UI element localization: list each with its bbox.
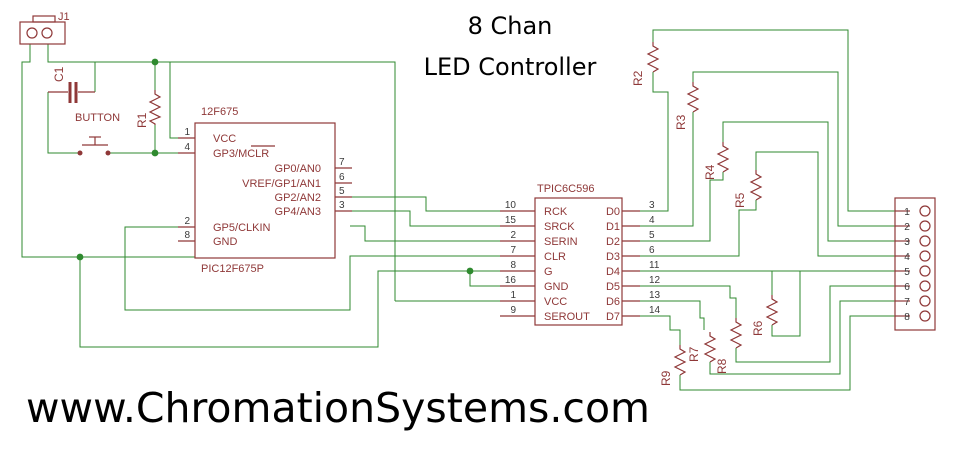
header-pin-num: 7: [904, 297, 910, 308]
pic-pin-num: 7: [339, 157, 345, 168]
tpic-pin-num: 12: [649, 275, 661, 286]
pic-pin-num: 3: [339, 200, 345, 211]
pic-part-label: 12F675: [201, 106, 238, 118]
title-line-1: 8 Chan: [467, 12, 553, 40]
tpic-pin-name: D1: [606, 221, 620, 233]
pic-chip: 12F675 PIC12F675P 1 VCC 4 GP3/MCLR 2 GP5…: [178, 106, 352, 275]
pic-pin-num: 4: [184, 142, 190, 153]
r5-label: R5: [733, 192, 747, 208]
resistor-r7: R7: [687, 318, 743, 362]
tpic-pin-num: 2: [510, 230, 516, 241]
tpic-pin-num: 5: [649, 230, 655, 241]
wires: [21, 29, 895, 391]
tpic-pin-num: 6: [649, 245, 655, 256]
header-pin-num: 8: [904, 312, 910, 323]
pic-pin-num: 8: [184, 230, 190, 241]
header-pin-num: 6: [904, 282, 910, 293]
r8-label: R8: [715, 358, 729, 374]
tpic-pin-name: D7: [606, 311, 620, 323]
pic-pin-name: VREF/GP1/AN1: [242, 178, 321, 190]
header-pin-num: 5: [904, 267, 910, 278]
r4-label: R4: [703, 164, 717, 180]
tpic-pin-num: 16: [505, 275, 517, 286]
pic-pin-name: GND: [213, 236, 238, 248]
c1-label: C1: [52, 66, 66, 82]
tpic-pin-name: GND: [544, 281, 569, 293]
resistor-r9: R9: [659, 345, 687, 386]
tpic-pin-name: D3: [606, 251, 620, 263]
tpic-pin-name: CLR: [544, 251, 566, 263]
tpic-pin-num: 7: [510, 245, 516, 256]
tpic-pin-name: D6: [606, 296, 620, 308]
resistor-r2: R2: [631, 42, 660, 86]
resistor-r3: R3: [674, 82, 700, 130]
connector-label: J1: [58, 11, 70, 23]
r9-label: R9: [659, 370, 673, 386]
tpic-pin-name: SEROUT: [544, 311, 590, 323]
pic-pin-num: 6: [339, 172, 345, 183]
website-url: www.ChromationSystems.com: [26, 384, 650, 432]
tpic-pin-name: G: [544, 266, 553, 278]
button-label: BUTTON: [75, 112, 120, 124]
led-header: 1 2 3 4 5 6 7 8: [894, 197, 936, 331]
tpic-pin-num: 10: [505, 200, 517, 211]
r3-label: R3: [674, 114, 688, 130]
pic-pin-name: GP4/AN3: [275, 206, 321, 218]
tpic-pin-name: VCC: [544, 296, 567, 308]
pic-pin-name: GP0/AN0: [275, 163, 321, 175]
tpic-pin-name: D5: [606, 281, 620, 293]
pic-pin-num: 5: [339, 186, 345, 197]
r1-label: R1: [135, 112, 149, 128]
tpic-chip: TPIC6C596 10 RCK 15 SRCK 2 SERIN 7 CLR 8…: [500, 183, 661, 326]
pic-pin-name: GP2/AN2: [275, 192, 321, 204]
pic-pin-num: 1: [184, 127, 190, 138]
resistor-r4: R4: [703, 142, 730, 180]
tpic-pin-num: 4: [649, 215, 655, 226]
reset-button: BUTTON: [75, 112, 120, 156]
tpic-name-label: TPIC6C596: [537, 183, 594, 195]
header-pin-num: 2: [904, 222, 910, 233]
pic-pin-name: GP3/MCLR: [213, 148, 269, 160]
tpic-pin-name: D4: [606, 266, 620, 278]
tpic-pin-num: 9: [510, 305, 516, 316]
pic-pin-name: GP5/CLKIN: [213, 222, 271, 234]
resistor-r6: R6: [751, 295, 779, 336]
resistor-r1: R1: [135, 90, 162, 128]
pic-pin-num: 2: [184, 216, 190, 227]
r2-label: R2: [631, 70, 645, 86]
tpic-pin-num: 1: [510, 290, 516, 301]
header-pin-num: 3: [904, 237, 910, 248]
resistor-r5: R5: [733, 170, 763, 208]
title-line-2: LED Controller: [423, 53, 597, 81]
power-connector: J1: [19, 11, 70, 45]
pic-name-label: PIC12F675P: [201, 263, 264, 275]
header-pin-num: 1: [904, 207, 910, 218]
tpic-pin-num: 8: [510, 260, 516, 271]
tpic-pin-num: 11: [649, 260, 660, 271]
resistor-r8: R8: [703, 332, 729, 374]
junction-dots: [76, 58, 474, 275]
capacitor-c1: C1: [48, 66, 95, 103]
tpic-pin-num: 3: [649, 200, 655, 211]
tpic-pin-name: SERIN: [544, 236, 578, 248]
tpic-pin-name: SRCK: [544, 221, 575, 233]
pic-pin-name: VCC: [213, 133, 236, 145]
r6-label: R6: [751, 320, 765, 336]
tpic-pin-num: 13: [649, 290, 661, 301]
tpic-pin-name: RCK: [544, 206, 568, 218]
tpic-pin-name: D2: [606, 236, 620, 248]
tpic-pin-name: D0: [606, 206, 620, 218]
header-pin-num: 4: [904, 252, 910, 263]
tpic-pin-num: 15: [505, 215, 517, 226]
r7-label: R7: [687, 346, 701, 362]
tpic-pin-num: 14: [649, 305, 661, 316]
